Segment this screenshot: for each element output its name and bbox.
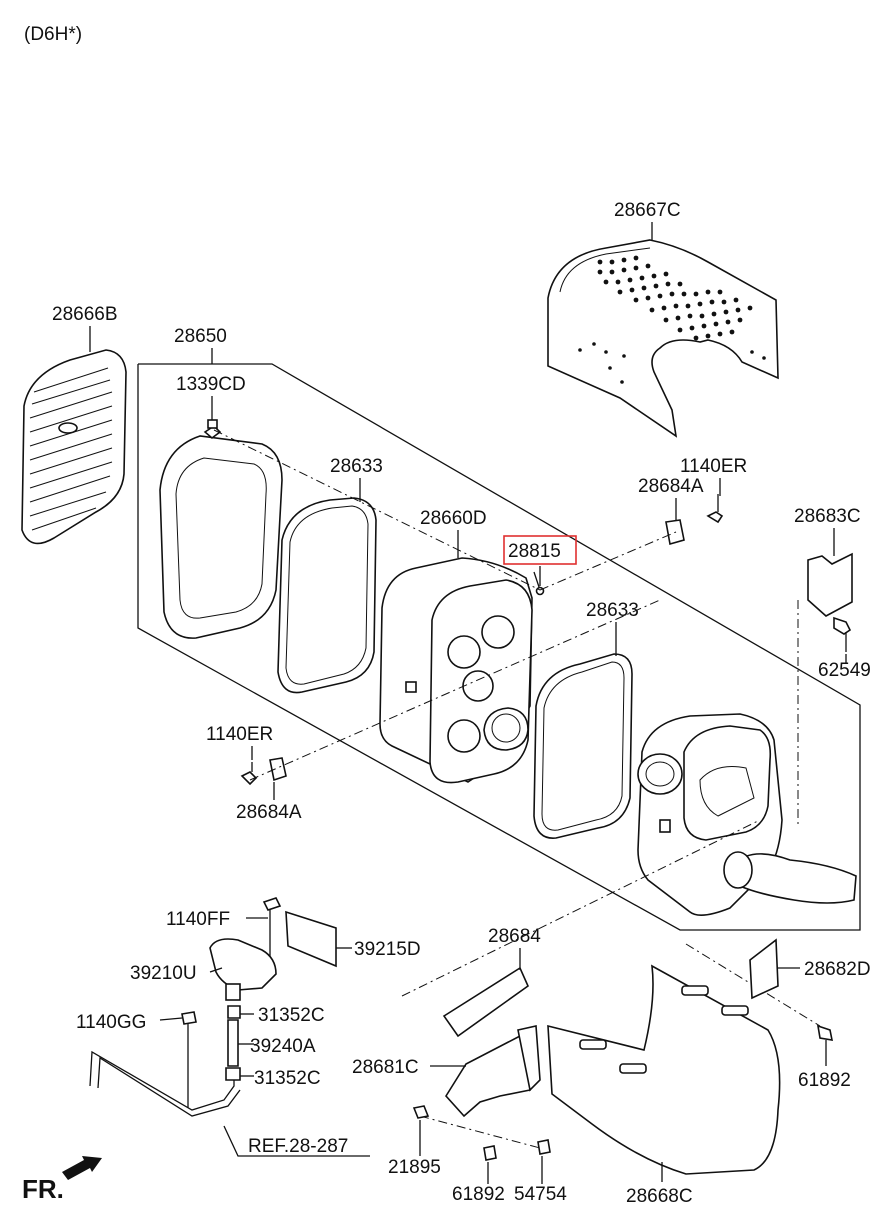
- gasket-right: [533, 653, 633, 839]
- side-grille: [21, 349, 127, 545]
- label-31352C-bottom: 31352C: [254, 1068, 321, 1089]
- label-28815: 28815: [508, 541, 561, 562]
- bracket-28684A-right: [665, 494, 724, 546]
- lower-brackets: [412, 966, 551, 1161]
- label-28650: 28650: [174, 326, 227, 347]
- label-28682D: 28682D: [804, 959, 871, 980]
- label-31352C-top: 31352C: [258, 1005, 325, 1026]
- highlight-box-28815: [503, 535, 577, 565]
- sensor-28815: [533, 571, 545, 596]
- label-28683C: 28683C: [794, 506, 861, 527]
- label-39240A: 39240A: [250, 1036, 316, 1057]
- label-28684: 28684: [488, 926, 541, 947]
- label-1339CD: 1339CD: [176, 374, 246, 395]
- bracket-28684A-left: [240, 757, 287, 786]
- perforation-pattern: [578, 255, 766, 384]
- front-arrow-icon: [62, 1156, 102, 1180]
- label-28660D: 28660D: [420, 508, 487, 529]
- rear-housing: [637, 713, 857, 916]
- label-28633-left: 28633: [330, 456, 383, 477]
- heat-shield-top: [547, 239, 779, 438]
- label-28684A-left: 28684A: [236, 802, 302, 823]
- leader-lines: [89, 222, 847, 1184]
- part-labels: 28667C 28666B 28650 1339CD 28633 1140ER …: [22, 200, 871, 1207]
- label-61892-right: 61892: [798, 1070, 851, 1091]
- bracket-28683C: [807, 552, 853, 652]
- label-54754: 54754: [514, 1184, 567, 1205]
- label-1140ER-right: 1140ER: [680, 456, 747, 477]
- label-28668C: 28668C: [626, 1186, 693, 1207]
- front-cover-frame: [159, 419, 283, 639]
- muffler-body: [379, 557, 533, 784]
- label-28681C: 28681C: [352, 1057, 419, 1078]
- label-28667C: 28667C: [614, 200, 681, 221]
- label-39210U: 39210U: [130, 963, 197, 984]
- label-62549: 62549: [818, 660, 871, 681]
- label-28684A-right: 28684A: [638, 476, 704, 497]
- label-1140ER-left: 1140ER: [206, 724, 273, 745]
- label-61892-bottom: 61892: [452, 1184, 505, 1205]
- label-front: FR.: [22, 1174, 64, 1204]
- bracket-28682D: [749, 938, 834, 1041]
- pressure-sensor-unit: [209, 897, 337, 1081]
- label-21895: 21895: [388, 1157, 441, 1178]
- gasket-left: [277, 497, 377, 694]
- assembly-outline: [137, 363, 861, 931]
- label-1140FF: 1140FF: [166, 909, 230, 930]
- tube-assembly: [89, 1011, 241, 1117]
- heat-shield-bottom: [547, 964, 781, 1175]
- label-ref-28-287: REF.28-287: [248, 1136, 348, 1157]
- label-1140GG: 1140GG: [76, 1012, 146, 1033]
- label-28633-right: 28633: [586, 600, 639, 621]
- label-39215D: 39215D: [354, 939, 421, 960]
- engine-code-label: (D6H*): [24, 24, 82, 45]
- label-28666B: 28666B: [52, 304, 118, 325]
